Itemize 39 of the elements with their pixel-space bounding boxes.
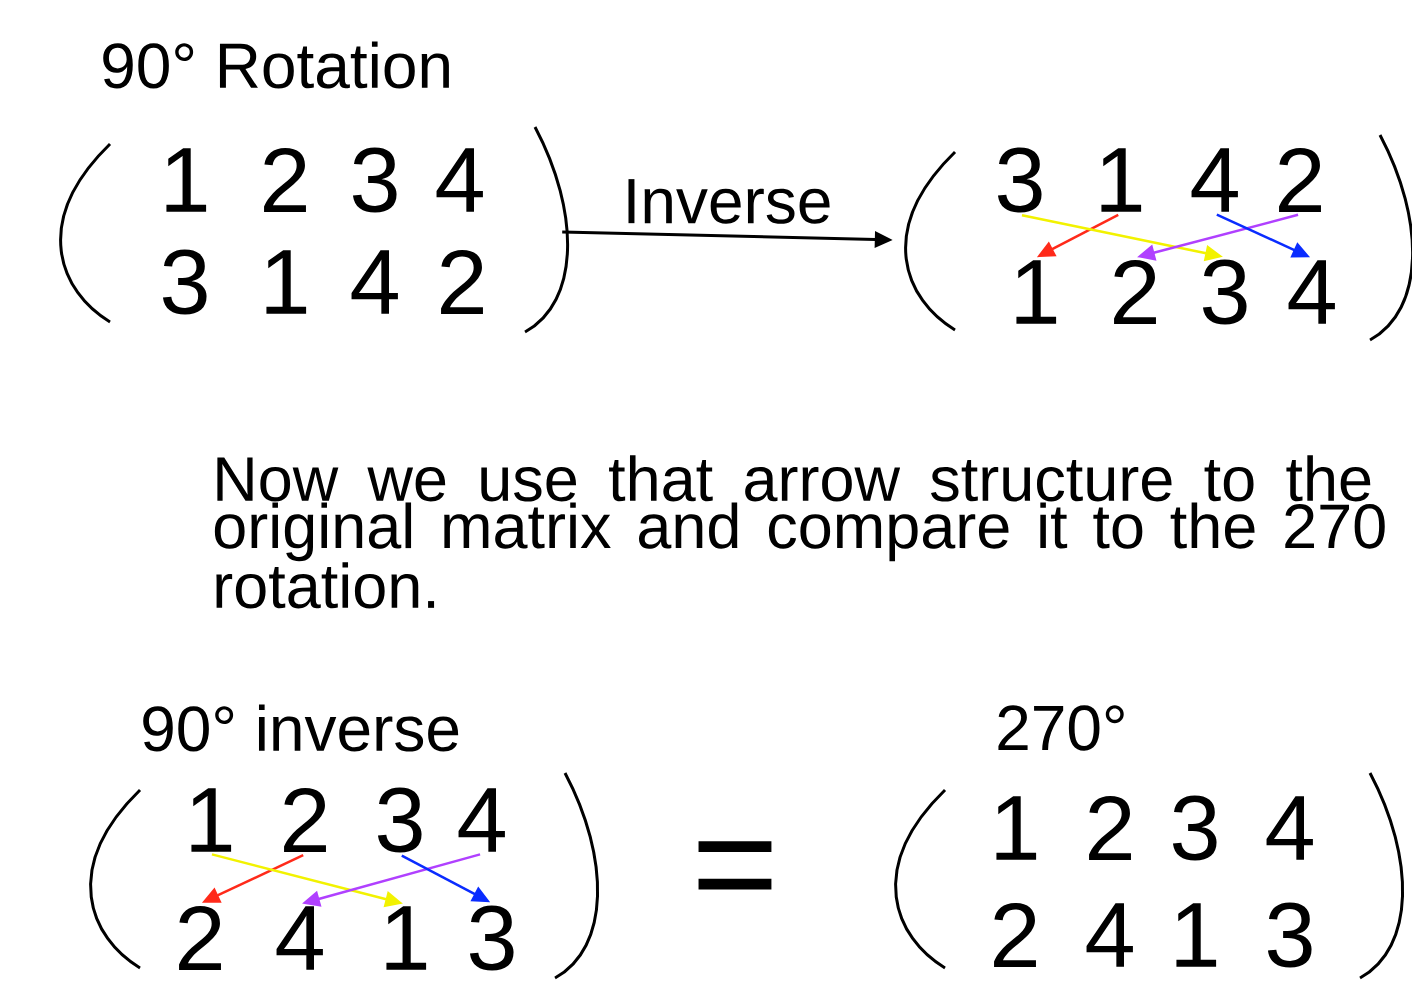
heading: 90° inverse [143,704,459,752]
matrix-entry: 3 [377,787,422,853]
matrix-entry: 2 [284,787,326,853]
matrix-entry: 1 [191,788,232,852]
matrix-entry: 4 [351,250,398,314]
matrix-entry: 3 [162,249,207,315]
matrix-entry: 4 [1266,796,1313,860]
matrix-entry: 3 [1267,902,1312,968]
heading: 270° [998,705,1124,751]
matrix-entry: 3 [352,147,397,213]
equals-sign: = [698,841,772,890]
matrix-entry: 2 [1279,147,1321,213]
matrix-entry: 1 [266,250,307,314]
matrix-entry: 4 [436,148,483,212]
matrix-entry: 2 [179,905,221,971]
matrix-entry: 4 [1086,903,1133,967]
matrix-entry: 1 [1101,148,1142,212]
heading: 90° Rotation [103,41,449,89]
matrix-entry: 2 [1089,795,1131,861]
matrix-entry: 2 [1114,259,1156,325]
matrix-entry: 4 [276,906,323,970]
matrix-entry: 4 [458,788,505,852]
matrix-entry: 3 [997,147,1042,213]
matrix-entry: 1 [386,906,427,970]
matrix-entry: 3 [1172,795,1217,861]
matrix-entry: 4 [1288,260,1335,324]
matrix-entry: 1 [1176,903,1217,967]
paragraph: Now we use that arrow structure to the original matrix and compare it to the 270 rotation. [214,455,1385,609]
matrix-parentheses [904,134,1412,342]
matrix-entry: 2 [264,147,306,213]
matrix-entry: 1 [1016,260,1057,324]
matrix-entry: 4 [1191,148,1238,212]
matrix-entry: 3 [1202,259,1247,325]
matrix-entry: 3 [469,905,514,971]
edge-label: Inverse [620,177,835,226]
matrix-entry: 1 [996,796,1037,860]
matrix-entry: 2 [994,902,1036,968]
matrix-entry: 1 [166,148,207,212]
matrix-entry: 2 [441,249,483,315]
